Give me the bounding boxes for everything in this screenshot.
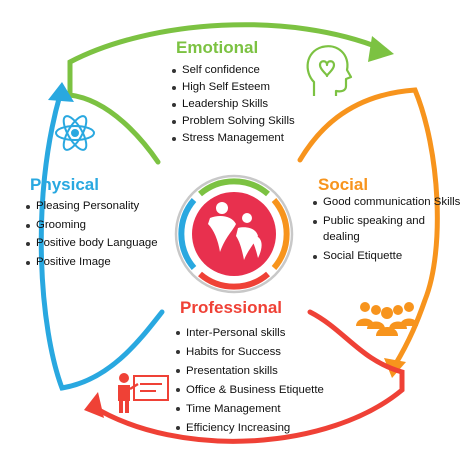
list-item: Problem Solving Skills xyxy=(172,113,295,130)
list-item: Habits for Success xyxy=(176,343,324,362)
list-item: Time Management xyxy=(176,400,324,419)
list-item: Self confidence xyxy=(172,62,295,79)
presenter-board-icon xyxy=(118,373,169,413)
emotional-title: Emotional xyxy=(176,38,259,57)
list-item: High Self Esteem xyxy=(172,79,295,96)
physical-title: Physical xyxy=(30,175,99,194)
list-item: Good communication Skills xyxy=(313,194,463,211)
physical-arrow-head xyxy=(48,82,74,102)
social-arc xyxy=(297,87,440,368)
center-segment-emotional xyxy=(198,178,270,197)
center-segment-social xyxy=(271,198,290,270)
list-item: Public speaking and dealing xyxy=(313,213,463,246)
professional-list: Inter-Personal skills Habits for Success… xyxy=(176,324,324,438)
social-title: Social xyxy=(318,175,369,194)
emotional-list: Self confidence High Self Esteem Leaders… xyxy=(172,62,295,147)
professional-title: Professional xyxy=(180,298,283,317)
emotional-arrow-head xyxy=(368,36,394,62)
center-ring xyxy=(174,174,294,294)
list-item: Inter-Personal skills xyxy=(176,324,324,343)
physical-arc xyxy=(38,92,165,391)
head-heart-icon xyxy=(306,45,353,96)
list-item: Office & Business Etiquette xyxy=(176,381,324,400)
group-people-icon xyxy=(356,302,418,336)
list-item: Grooming xyxy=(26,217,161,234)
social-list: Good communication Skills Public speakin… xyxy=(313,194,463,266)
center-logo-disc xyxy=(192,192,276,276)
list-item: Efficiency Increasing xyxy=(176,419,324,438)
list-item: Pleasing Personality xyxy=(26,198,161,215)
atom-icon xyxy=(55,115,95,151)
center-segment-physical xyxy=(178,198,197,270)
physical-list: Pleasing Personality Grooming Positive b… xyxy=(26,198,161,272)
center-segment-professional xyxy=(198,271,270,290)
list-item: Social Etiquette xyxy=(313,248,463,265)
list-item: Presentation skills xyxy=(176,362,324,381)
list-item: Stress Management xyxy=(172,130,295,147)
logo-people-icon xyxy=(208,202,262,260)
list-item: Positive body Language xyxy=(26,235,161,252)
emotional-arc xyxy=(67,22,388,165)
professional-arrow-head xyxy=(84,392,104,418)
list-item: Positive Image xyxy=(26,254,161,271)
list-item: Leadership Skills xyxy=(172,96,295,113)
professional-arc xyxy=(89,309,405,444)
